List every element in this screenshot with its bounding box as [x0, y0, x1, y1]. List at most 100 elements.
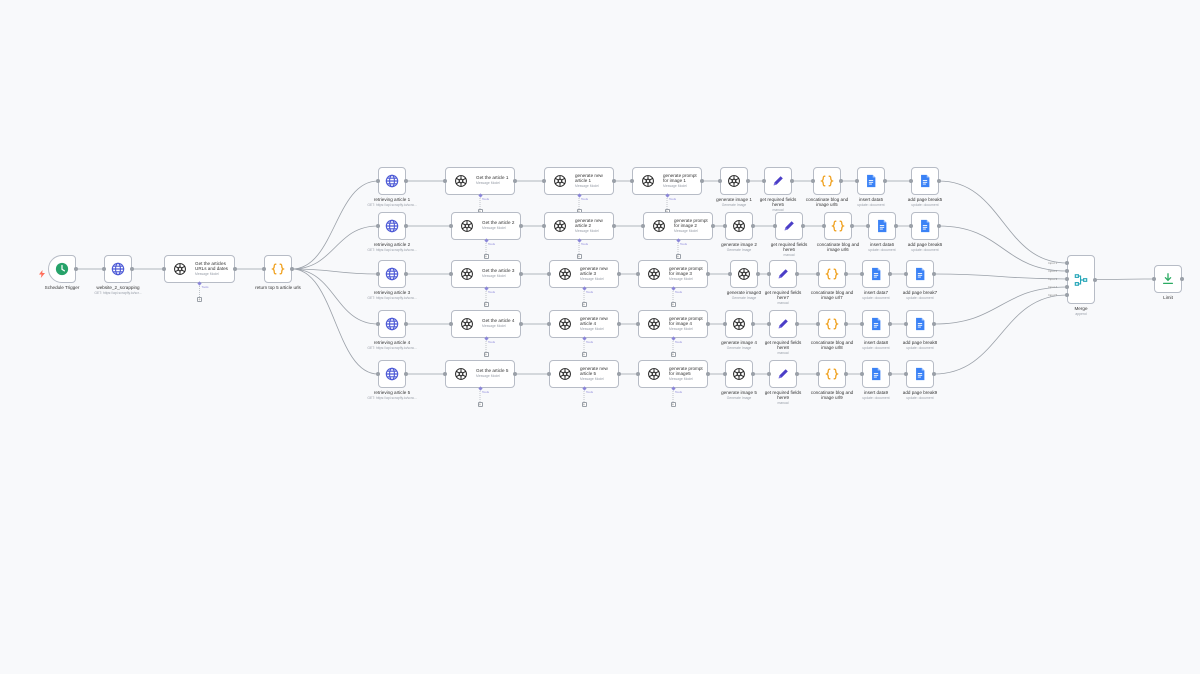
node-cat1[interactable] — [813, 167, 841, 195]
input-port[interactable] — [376, 322, 380, 326]
node-scrape[interactable] — [104, 255, 132, 283]
input-port[interactable] — [630, 179, 634, 183]
input-port[interactable] — [376, 272, 380, 276]
output-port[interactable] — [932, 322, 936, 326]
input-port[interactable] — [102, 267, 106, 271]
input-port[interactable] — [866, 224, 870, 228]
output-port[interactable] — [937, 224, 941, 228]
input-port[interactable] — [904, 322, 908, 326]
output-port[interactable] — [795, 322, 799, 326]
input-port[interactable] — [636, 272, 640, 276]
input-port[interactable] — [542, 224, 546, 228]
merge-input-port[interactable] — [1065, 261, 1069, 265]
input-port[interactable] — [1152, 277, 1156, 281]
node-pb1[interactable] — [911, 167, 939, 195]
add-tool-button[interactable]: + — [675, 254, 681, 259]
input-port[interactable] — [904, 272, 908, 276]
output-port[interactable] — [612, 224, 616, 228]
connection-top5-ret5[interactable] — [291, 268, 379, 375]
output-port[interactable] — [404, 272, 408, 276]
node-ret3[interactable] — [378, 260, 406, 288]
output-port[interactable] — [233, 267, 237, 271]
output-port[interactable] — [844, 322, 848, 326]
input-port[interactable] — [909, 224, 913, 228]
output-port[interactable] — [850, 224, 854, 228]
node-img2[interactable] — [725, 212, 753, 240]
output-port[interactable] — [888, 322, 892, 326]
input-port[interactable] — [767, 322, 771, 326]
input-port[interactable] — [822, 224, 826, 228]
output-port[interactable] — [612, 179, 616, 183]
output-port[interactable] — [513, 179, 517, 183]
input-port[interactable] — [542, 179, 546, 183]
input-port[interactable] — [547, 322, 551, 326]
input-port[interactable] — [860, 272, 864, 276]
output-port[interactable] — [1093, 277, 1097, 282]
connection-pb1-merge[interactable] — [938, 180, 1068, 264]
input-port[interactable] — [262, 267, 266, 271]
input-port[interactable] — [723, 322, 727, 326]
node-ins2[interactable] — [868, 212, 896, 240]
node-ret5[interactable] — [378, 360, 406, 388]
node-limit[interactable] — [1154, 265, 1182, 293]
output-port[interactable] — [617, 272, 621, 276]
input-port[interactable] — [443, 372, 447, 376]
output-port[interactable] — [130, 267, 134, 271]
add-tool-button[interactable]: + — [581, 302, 587, 307]
node-pb5[interactable] — [906, 360, 934, 388]
connection-top5-ret3[interactable] — [291, 268, 379, 275]
node-set3[interactable] — [769, 260, 797, 288]
output-port[interactable] — [790, 179, 794, 183]
input-port[interactable] — [773, 224, 777, 228]
node-cat2[interactable] — [824, 212, 852, 240]
input-port[interactable] — [641, 224, 645, 228]
input-port[interactable] — [816, 372, 820, 376]
connection-top5-ret1[interactable] — [291, 180, 379, 270]
connection-merge-limit[interactable] — [1094, 278, 1155, 280]
input-port[interactable] — [767, 272, 771, 276]
input-port[interactable] — [376, 224, 380, 228]
output-port[interactable] — [700, 179, 704, 183]
add-tool-button[interactable]: + — [483, 352, 489, 357]
node-set5[interactable] — [769, 360, 797, 388]
input-port[interactable] — [547, 272, 551, 276]
input-port[interactable] — [767, 372, 771, 376]
input-port[interactable] — [723, 372, 727, 376]
output-port[interactable] — [290, 267, 294, 271]
add-tool-button[interactable]: + — [197, 297, 202, 302]
node-pb2[interactable] — [911, 212, 939, 240]
output-port[interactable] — [795, 272, 799, 276]
input-port[interactable] — [449, 322, 453, 326]
output-port[interactable] — [1180, 277, 1184, 281]
output-port[interactable] — [756, 272, 760, 276]
input-port[interactable] — [636, 372, 640, 376]
add-tool-button[interactable]: + — [670, 302, 676, 307]
connection-top5-ret4[interactable] — [291, 268, 379, 325]
input-port[interactable] — [449, 272, 453, 276]
merge-input-port[interactable] — [1065, 293, 1069, 297]
input-port[interactable] — [723, 224, 727, 228]
node-merge[interactable] — [1067, 255, 1095, 304]
output-port[interactable] — [513, 372, 517, 376]
node-set4[interactable] — [769, 310, 797, 338]
output-port[interactable] — [746, 179, 750, 183]
input-port[interactable] — [449, 224, 453, 228]
output-port[interactable] — [888, 272, 892, 276]
input-port[interactable] — [811, 179, 815, 183]
add-tool-button[interactable]: + — [576, 254, 582, 259]
output-port[interactable] — [74, 267, 78, 271]
node-ins1[interactable] — [857, 167, 885, 195]
output-port[interactable] — [932, 272, 936, 276]
output-port[interactable] — [519, 224, 523, 228]
output-port[interactable] — [801, 224, 805, 228]
